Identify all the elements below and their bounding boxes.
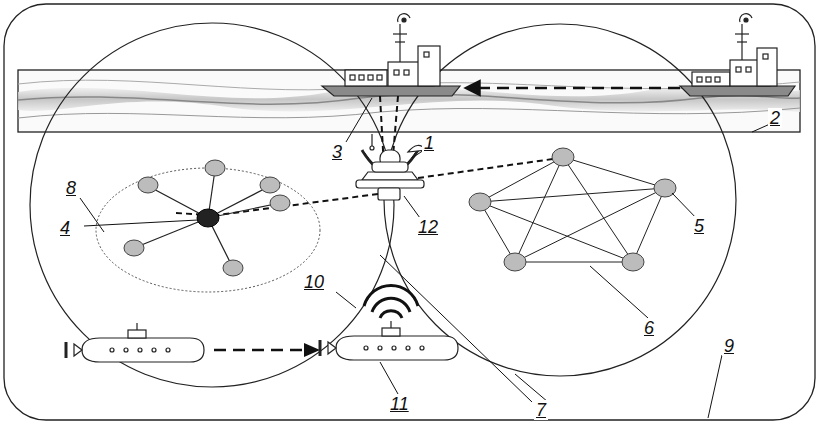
ship	[322, 14, 460, 96]
submarine	[66, 323, 204, 362]
ship	[680, 14, 795, 96]
sensor-node	[469, 148, 676, 271]
underwater-station	[356, 134, 426, 200]
callout-number: 3	[330, 142, 344, 162]
callout-number: 4	[58, 218, 72, 238]
callout-number: 12	[416, 217, 440, 237]
cluster-boundary	[96, 168, 320, 292]
sensor-node	[124, 160, 290, 276]
callout-number: 10	[302, 272, 326, 292]
callout-number: 8	[64, 178, 78, 198]
hub-node	[197, 209, 219, 227]
signal-waves	[364, 285, 418, 318]
submarine-motion-arrow	[214, 349, 306, 352]
callout-number: 1	[422, 133, 436, 153]
callout-number: 11	[388, 394, 411, 414]
system-boundary	[4, 4, 815, 420]
callout-number: 7	[534, 400, 548, 420]
callout-number: 9	[722, 336, 736, 356]
callout-number: 6	[642, 318, 656, 338]
callout-number: 5	[692, 216, 706, 236]
leader-lines	[80, 98, 770, 418]
acoustic-link	[418, 158, 560, 178]
callout-number: 2	[768, 108, 782, 128]
star-links	[134, 170, 280, 268]
ship-motion-arrow	[472, 87, 680, 90]
mesh-links	[480, 157, 665, 262]
arrowhead	[304, 343, 320, 357]
coverage-circle	[30, 23, 394, 387]
sea-wave	[18, 87, 800, 112]
coverage-circle	[384, 24, 736, 376]
submarine	[320, 321, 458, 360]
